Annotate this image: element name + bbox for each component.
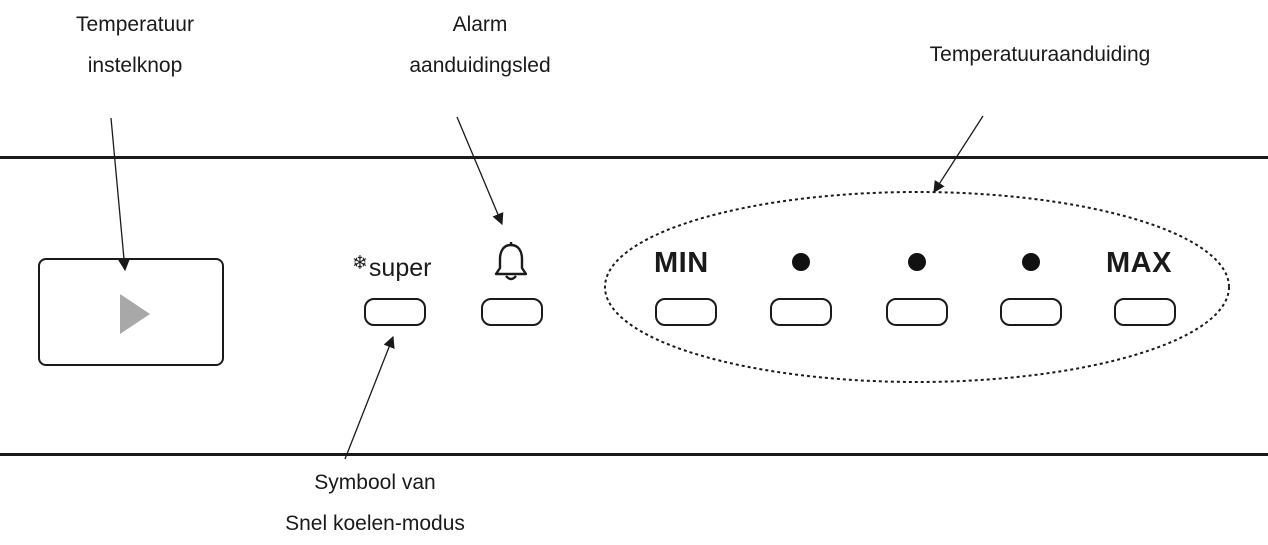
callout-super-symbol-line1: Symbool van — [314, 471, 436, 494]
led-super-cool — [364, 298, 426, 326]
led-temp-4 — [1000, 298, 1062, 326]
callout-temperature-indicator-line1: Temperatuuraanduiding — [929, 43, 1151, 66]
callout-alarm-led-line2: aanduidingsled — [409, 54, 551, 77]
callout-super-symbol: Symbool van Snel koelen-modus — [250, 462, 500, 544]
callout-temperature-knob: Temperatuur instelknop — [50, 4, 220, 86]
arrow-temperature-knob — [110, 117, 130, 272]
callout-temperature-knob-line1: Temperatuur — [76, 13, 194, 36]
arrow-temperature-indicator — [933, 115, 984, 193]
callout-temperature-indicator: Temperatuuraanduiding — [880, 34, 1200, 75]
temperature-knob[interactable] — [38, 258, 224, 366]
min-label: MIN — [654, 247, 709, 279]
callout-super-symbol-line2: Snel koelen-modus — [285, 512, 465, 535]
play-triangle-icon — [120, 294, 150, 334]
super-label: super — [368, 254, 432, 282]
super-cool-symbol: ❄super — [352, 253, 432, 283]
callout-temperature-knob-line2: instelknop — [87, 54, 183, 77]
panel-top-edge — [0, 156, 1268, 159]
led-temp-max — [1114, 298, 1176, 326]
callout-alarm-led-line1: Alarm — [452, 13, 508, 36]
temp-dot-3 — [908, 253, 926, 271]
arrow-alarm-led — [456, 116, 504, 226]
bell-icon — [494, 242, 528, 281]
max-label: MAX — [1106, 247, 1172, 279]
snowflake-icon: ❄ — [352, 253, 368, 274]
led-temp-3 — [886, 298, 948, 326]
arrow-super-symbol — [344, 335, 395, 460]
callout-alarm-led: Alarm aanduidingsled — [380, 4, 580, 86]
panel-bottom-edge — [0, 453, 1268, 456]
led-temp-min — [655, 298, 717, 326]
temperature-indicator-outline — [604, 191, 1230, 383]
temp-dot-4 — [1022, 253, 1040, 271]
temp-dot-2 — [792, 253, 810, 271]
led-temp-2 — [770, 298, 832, 326]
led-alarm — [481, 298, 543, 326]
